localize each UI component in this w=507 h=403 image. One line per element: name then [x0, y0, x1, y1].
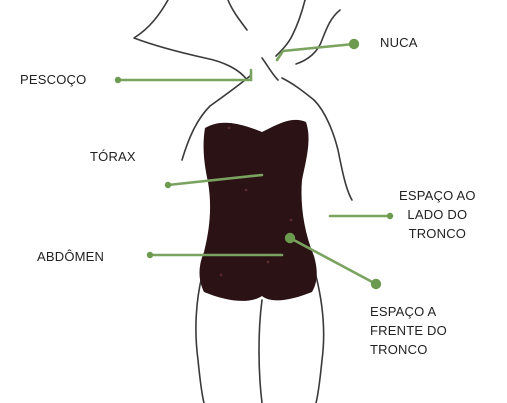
label-nuca: NUCA: [380, 33, 418, 52]
torso-garment: [200, 120, 317, 301]
right-upper-arm: [296, 10, 340, 64]
pointer-pescoco: [118, 70, 251, 80]
label-espaco-frente-tronco: ESPAÇO A FRENTE DO TRONCO: [370, 302, 447, 359]
right-leg: [316, 276, 324, 403]
left-upper-arm: [134, 0, 247, 80]
label-pescoco: PESCOÇO: [20, 70, 86, 89]
dot-pescoco: [115, 77, 121, 83]
dot-nuca: [349, 39, 359, 49]
label-abdomen: ABDÔMEN: [37, 247, 104, 266]
dot-torax: [165, 182, 171, 188]
dot-frente-tronco-end: [371, 279, 381, 289]
left-forearm: [228, 0, 247, 30]
neck-line: [262, 58, 278, 80]
right-forearm: [276, 0, 305, 56]
dot-abdomen: [147, 252, 153, 258]
label-torax: TÓRAX: [90, 147, 136, 166]
dot-frente-tronco-start: [285, 233, 295, 243]
label-espaco-lado-tronco: ESPAÇO AO LADO DO TRONCO: [399, 186, 476, 243]
dot-lado-tronco: [387, 213, 393, 219]
left-leg: [196, 276, 204, 403]
inner-leg: [259, 300, 262, 403]
